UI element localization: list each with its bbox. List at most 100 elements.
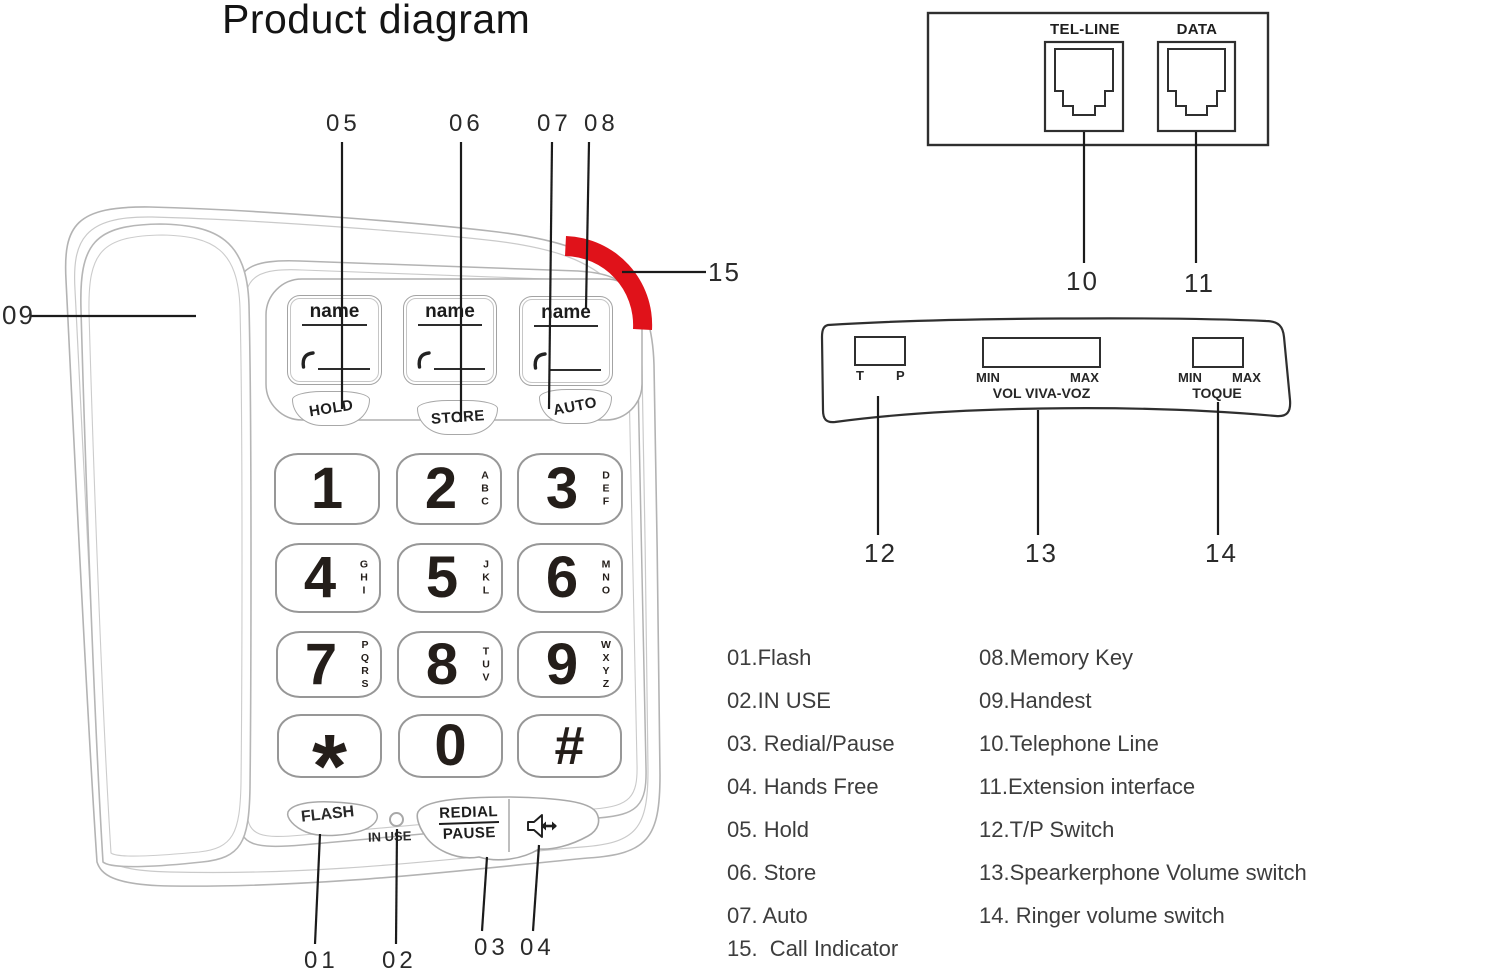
legend-item-10: 10.Telephone Line xyxy=(979,731,1159,756)
key-2-letters: ABC xyxy=(479,469,491,509)
data-label: DATA xyxy=(1176,21,1218,38)
handset-icon xyxy=(417,351,431,369)
callout-13: 13 xyxy=(1025,538,1058,568)
memory-card-2-label: name xyxy=(425,301,475,322)
key-9-digit: 9 xyxy=(545,631,579,697)
tel-line-jack xyxy=(1043,40,1125,133)
memory-card-3-inner: name xyxy=(522,299,610,383)
key-9-letters: WXYZ xyxy=(600,638,612,691)
handset-icon xyxy=(301,351,315,369)
legend-item-11: 11.Extension interface xyxy=(979,774,1196,799)
key-hash-digit: # xyxy=(554,716,585,776)
key-8-letters: TUV xyxy=(480,645,492,684)
memory-card-1-label: name xyxy=(309,301,360,322)
tp-switch-p-label: P xyxy=(896,368,905,383)
callout-05: 05 xyxy=(326,110,361,137)
in-use-label: IN USE xyxy=(367,828,412,845)
legend-item-04: 04. Hands Free xyxy=(727,774,879,799)
key-5-digit: 5 xyxy=(425,545,459,610)
legend-item-14: 14. Ringer volume switch xyxy=(979,903,1225,928)
key-6-digit: 6 xyxy=(545,545,579,610)
callout-14: 14 xyxy=(1205,538,1238,568)
key-hash: # xyxy=(517,714,622,778)
side-panel xyxy=(820,317,1292,424)
redial-pause-button xyxy=(416,796,600,861)
callout-04: 04 xyxy=(520,934,555,961)
memory-card-3-number-line xyxy=(549,368,602,371)
memory-card-2-line xyxy=(418,324,482,326)
key-star: * xyxy=(277,714,382,812)
memory-card-1-inner: name xyxy=(290,298,379,382)
data-jack xyxy=(1156,40,1237,133)
store-label: STORE xyxy=(430,407,485,428)
key-4: 4 GHI xyxy=(275,543,381,613)
key-3-letters: DEF xyxy=(600,469,612,509)
memory-card-2-number-line xyxy=(433,367,486,370)
callout-15: 15 xyxy=(708,257,741,287)
legend-item-03: 03. Redial/Pause xyxy=(727,731,895,756)
legend-item-02: 02.IN USE xyxy=(727,688,831,713)
callout-08: 08 xyxy=(584,110,619,137)
pause-label: PAUSE xyxy=(442,824,497,843)
key-0-digit: 0 xyxy=(434,713,467,778)
callout-10: 10 xyxy=(1066,266,1099,296)
memory-card-3-line xyxy=(534,325,598,327)
handset-icon xyxy=(533,352,547,370)
callout-11: 11 xyxy=(1184,268,1215,298)
memory-card-3: name xyxy=(519,296,613,386)
memory-card-1: name xyxy=(287,295,382,385)
key-5: 5 JKL xyxy=(397,543,503,613)
key-3: 3 DEF xyxy=(517,453,623,525)
key-1-digit: 1 xyxy=(310,456,344,521)
data-jack-socket xyxy=(1167,48,1226,116)
key-3-digit: 3 xyxy=(545,456,579,521)
legend-item-12: 12.T/P Switch xyxy=(979,817,1115,842)
in-use-led xyxy=(389,812,404,827)
key-0: 0 xyxy=(398,714,503,778)
callout-07: 07 xyxy=(537,110,572,137)
redial-label: REDIAL xyxy=(438,802,499,823)
legend-item-13: 13.Spearkerphone Volume switch xyxy=(979,860,1307,885)
legend-item-05: 05. Hold xyxy=(727,817,809,842)
legend-item-09: 09.Handest xyxy=(979,688,1092,713)
memory-card-1-line xyxy=(302,324,367,326)
key-5-letters: JKL xyxy=(480,558,492,598)
memory-card-2-inner: name xyxy=(406,298,494,382)
key-6: 6 MNO xyxy=(517,543,623,613)
key-7: 7 PQRS xyxy=(276,631,382,698)
key-6-letters: MNO xyxy=(600,558,612,598)
callout-06: 06 xyxy=(449,110,484,137)
speaker-icon xyxy=(527,814,557,838)
hold-button: HOLD xyxy=(292,391,370,426)
handset-inner-outline xyxy=(88,234,243,857)
key-2-digit: 2 xyxy=(424,456,458,521)
store-button: STORE xyxy=(417,400,498,435)
legend-item-15: 15. Call Indicator xyxy=(727,936,899,961)
tp-switch xyxy=(854,336,906,366)
memory-card-3-label: name xyxy=(541,302,591,323)
hold-label: HOLD xyxy=(307,396,355,421)
key-8: 8 TUV xyxy=(397,631,503,698)
legend-item-01: 01.Flash xyxy=(727,645,812,670)
speaker-volume-label: VOL VIVA-VOZ xyxy=(992,385,1091,401)
ringer-volume-max-label: MAX xyxy=(1232,370,1261,385)
key-9: 9 WXYZ xyxy=(517,631,623,698)
key-star-digit: * xyxy=(311,717,348,817)
key-2: 2 ABC xyxy=(396,453,502,525)
key-4-letters: GHI xyxy=(358,558,370,598)
auto-label: AUTO xyxy=(552,393,599,420)
key-8-digit: 8 xyxy=(425,631,459,697)
speaker-volume-max-label: MAX xyxy=(1070,370,1099,385)
tel-line-label: TEL-LINE xyxy=(1050,21,1120,38)
memory-card-1-number-line xyxy=(317,367,371,370)
ringer-volume-label: TOQUE xyxy=(1192,385,1242,401)
tel-line-jack-socket xyxy=(1054,48,1114,116)
legend-item-08: 08.Memory Key xyxy=(979,645,1134,670)
page-title: Product diagram xyxy=(222,0,531,42)
key-7-letters: PQRS xyxy=(359,638,371,691)
handset xyxy=(80,223,252,868)
callout-03: 03 xyxy=(474,934,509,961)
callout-12: 12 xyxy=(864,538,897,568)
callout-01: 01 xyxy=(304,947,339,974)
